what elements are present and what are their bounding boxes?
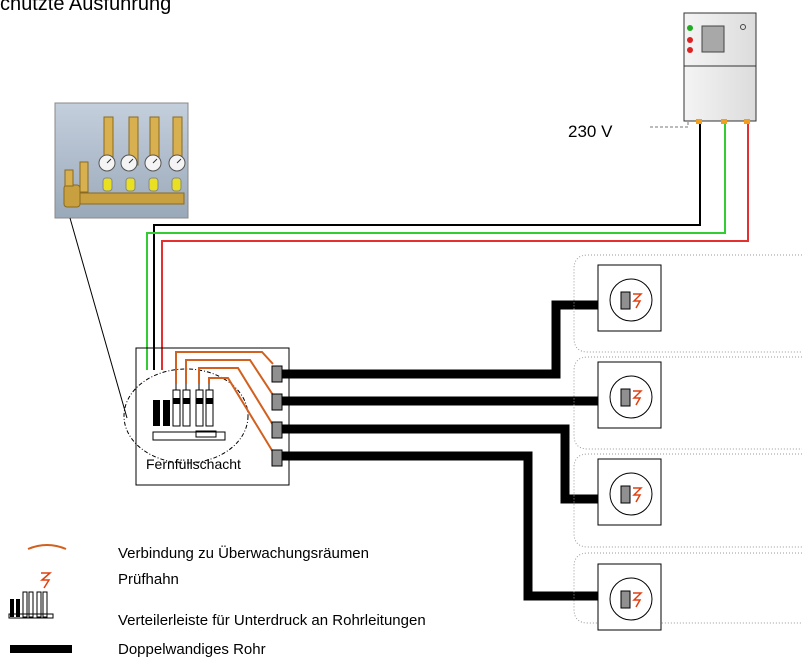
terminal-icon <box>744 119 750 124</box>
leader-line <box>69 217 128 419</box>
connection-lines <box>175 351 274 453</box>
legend-label-pipe: Doppelwandiges Rohr <box>118 641 266 658</box>
connection-line-icon <box>27 544 67 550</box>
test-valve-marks <box>632 293 643 608</box>
cabinet-screw-icon <box>740 24 746 30</box>
inspection-shafts <box>597 264 662 631</box>
terminal-icon <box>696 119 702 124</box>
control-cabinet <box>683 12 757 124</box>
legend-label-connection: Verbindung zu Überwachungsräumen <box>118 545 369 562</box>
double-wall-pipes <box>282 300 622 601</box>
fill-shaft-label: Fernfüllschacht <box>146 456 241 472</box>
manifold-detail-circle <box>123 368 249 464</box>
status-led-green-icon <box>687 25 693 31</box>
fill-shaft-box <box>135 347 290 486</box>
wire-red <box>161 124 749 370</box>
wire-black <box>153 124 701 370</box>
terminal-icon <box>721 119 727 124</box>
monitoring-rooms <box>573 254 802 624</box>
cabinet-display <box>701 25 725 53</box>
power-feed-line <box>650 121 689 128</box>
status-led-red-icon <box>687 47 693 53</box>
status-led-red-icon <box>687 37 693 43</box>
legend-label-test-valve: Prüfhahn <box>118 571 179 588</box>
manifold-icon <box>8 591 54 619</box>
legend-label-manifold: Verteilerleiste für Unterdruck an Rohrle… <box>118 612 426 629</box>
voltage-label: 230 V <box>568 122 613 141</box>
test-valve-icon <box>40 572 52 589</box>
manifold-photo <box>54 102 189 219</box>
double-wall-pipe-icon <box>10 645 72 653</box>
wire-green <box>146 124 726 370</box>
manifold-schematic <box>152 384 226 441</box>
diagram-title: chützte Ausführung <box>0 0 172 15</box>
pipe-connectors <box>271 365 283 467</box>
